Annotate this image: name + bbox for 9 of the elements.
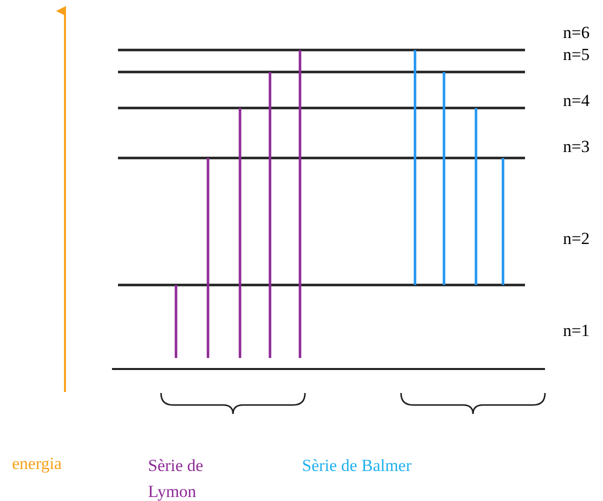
level-label: n=6 (563, 22, 590, 44)
level-label: n=1 (563, 320, 590, 342)
level-label: n=2 (563, 228, 590, 250)
series-label: Sèrie de Lymon (148, 455, 204, 501)
axis-label: energia (12, 453, 62, 475)
level-label: n=3 (563, 136, 590, 158)
series-label: Sèrie de Balmer (302, 455, 412, 477)
level-label: n=5 (563, 44, 590, 66)
level-label: n=4 (563, 90, 590, 112)
